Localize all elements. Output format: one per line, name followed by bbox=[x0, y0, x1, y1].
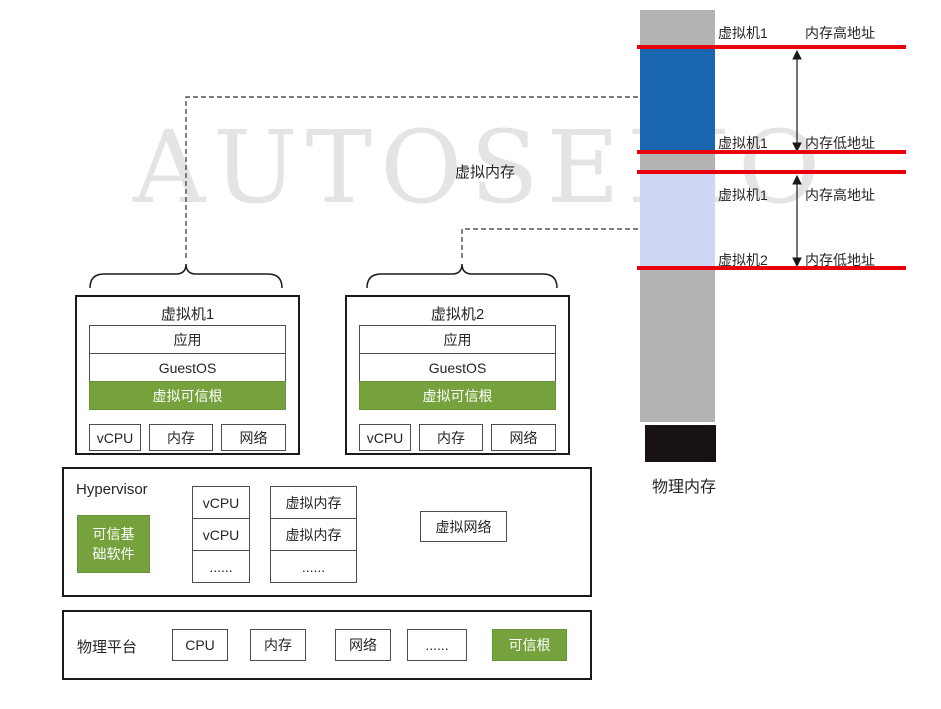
vm1-network-box: 网络 bbox=[221, 424, 286, 451]
redline-vm2-low bbox=[637, 266, 906, 270]
vm2-memory-box: 内存 bbox=[419, 424, 483, 451]
annotation-addr: 内存高地址 bbox=[805, 187, 875, 203]
hypervisor-vmem-ellipsis-box: ...... bbox=[270, 550, 357, 583]
redline-vm1-high bbox=[637, 45, 906, 49]
annotation-vm1-high: 虚拟机1 内存高地址 bbox=[718, 25, 875, 42]
hypervisor-vcpu-ellipsis-box: ...... bbox=[192, 550, 250, 583]
vm2-box: 虚拟机2 应用 GuestOS 虚拟可信根 vCPU 内存 网络 bbox=[345, 295, 570, 455]
physical-memory-label: 物理内存 bbox=[652, 479, 717, 496]
vm1-title: 虚拟机1 bbox=[160, 306, 215, 323]
brace-vm1 bbox=[89, 263, 283, 289]
annotation-vm-name: 虚拟机1 bbox=[718, 25, 768, 41]
annotation-vm2-low: 虚拟机2 内存低地址 bbox=[718, 252, 875, 269]
hypervisor-vcpu-box: vCPU bbox=[192, 486, 250, 519]
dashed-connector-vm2 bbox=[461, 228, 640, 258]
memory-box: 内存 bbox=[250, 629, 306, 661]
vm1-layers: 应用 GuestOS 虚拟可信根 bbox=[89, 325, 286, 410]
vm2-title: 虚拟机2 bbox=[430, 306, 485, 323]
redline-vm2-high bbox=[637, 170, 906, 174]
annotation-vm1-low: 虚拟机1 内存低地址 bbox=[718, 135, 875, 152]
brace-vm2 bbox=[366, 263, 558, 289]
hypervisor-vmem-column: 虚拟内存 虚拟内存 ...... bbox=[270, 486, 357, 583]
vm2-layer-application: 应用 bbox=[359, 325, 556, 354]
annotation-vm-name: 虚拟机2 bbox=[718, 252, 768, 268]
hypervisor-virtual-memory-box: 虚拟内存 bbox=[270, 518, 357, 551]
redline-vm1-low bbox=[637, 150, 906, 154]
hypervisor-title: Hypervisor bbox=[76, 481, 148, 498]
vm2-memory-range-arrow bbox=[792, 174, 802, 268]
virtual-memory-label: 虚拟内存 bbox=[455, 164, 516, 181]
vm1-box: 虚拟机1 应用 GuestOS 虚拟可信根 vCPU 内存 网络 bbox=[75, 295, 300, 455]
vm2-resources: vCPU 内存 网络 bbox=[359, 424, 556, 451]
memory-bar-vm1-region bbox=[640, 49, 715, 150]
annotation-addr: 内存低地址 bbox=[805, 252, 875, 268]
dashed-connector-vm1 bbox=[185, 96, 640, 258]
memory-bar-gray-bottom bbox=[640, 270, 715, 422]
annotation-vm-name: 虚拟机1 bbox=[718, 187, 768, 203]
vm1-resources: vCPU 内存 网络 bbox=[89, 424, 286, 451]
vm1-memory-box: 内存 bbox=[149, 424, 213, 451]
annotation-vm2-high: 虚拟机1 内存高地址 bbox=[718, 187, 875, 204]
memory-bar-gray-mid bbox=[640, 154, 715, 170]
hypervisor-virtual-memory-box: 虚拟内存 bbox=[270, 486, 357, 519]
vm1-memory-range-arrow bbox=[792, 49, 802, 153]
annotation-addr: 内存高地址 bbox=[805, 25, 875, 41]
trusted-root-box: 可信根 bbox=[492, 629, 567, 661]
hypervisor-vcpu-column: vCPU vCPU ...... bbox=[192, 486, 250, 583]
vm2-layer-virtual-trusted-root: 虚拟可信根 bbox=[359, 381, 556, 410]
vm1-vcpu-box: vCPU bbox=[89, 424, 141, 451]
cpu-box: CPU bbox=[172, 629, 228, 661]
vm1-layer-virtual-trusted-root: 虚拟可信根 bbox=[89, 381, 286, 410]
vm1-layer-guestos: GuestOS bbox=[89, 353, 286, 382]
ellipsis-box: ...... bbox=[407, 629, 467, 661]
trusted-base-software-box: 可信基 础软件 bbox=[77, 515, 150, 573]
physical-platform-box: 物理平台 CPU 内存 网络 ...... 可信根 bbox=[62, 610, 592, 680]
memory-bar-vm2-region bbox=[640, 174, 715, 266]
vm2-network-box: 网络 bbox=[491, 424, 556, 451]
memory-bar-gray-top bbox=[640, 10, 715, 48]
vm2-vcpu-box: vCPU bbox=[359, 424, 411, 451]
memory-bar-black-block bbox=[645, 425, 716, 462]
annotation-vm-name: 虚拟机1 bbox=[718, 135, 768, 151]
hypervisor-box: Hypervisor 可信基 础软件 vCPU vCPU ...... 虚拟内存… bbox=[62, 467, 592, 597]
physical-platform-title: 物理平台 bbox=[77, 639, 138, 656]
network-box: 网络 bbox=[335, 629, 391, 661]
virtual-network-box: 虚拟网络 bbox=[420, 511, 507, 542]
vm2-layers: 应用 GuestOS 虚拟可信根 bbox=[359, 325, 556, 410]
annotation-addr: 内存低地址 bbox=[805, 135, 875, 151]
vm1-layer-application: 应用 bbox=[89, 325, 286, 354]
